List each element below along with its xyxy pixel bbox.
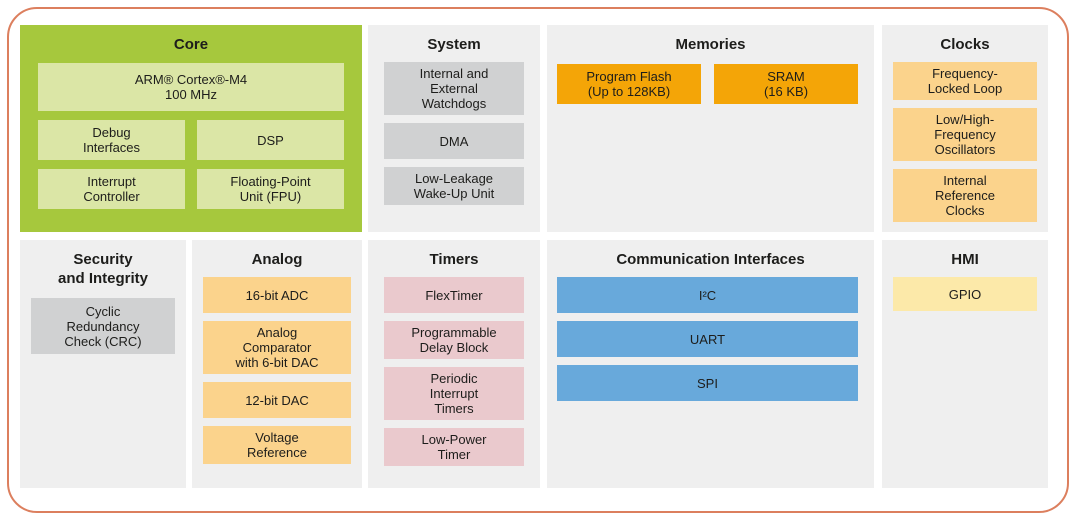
block-uart: UART [557,321,858,357]
system-blocks: Internal and External Watchdogs DMA Low-… [368,54,540,205]
block-16bit-adc: 16-bit ADC [203,277,351,313]
core-row-1: Debug Interfaces DSP [38,120,344,160]
hmi-section-title: HMI [951,251,979,268]
block-internal-external-watchdogs: Internal and External Watchdogs [384,62,524,115]
block-low-high-frequency-oscillators: Low/High- Frequency Oscillators [893,108,1037,161]
core-row-2: Interrupt Controller Floating-Point Unit… [38,169,344,209]
core-blocks: ARM® Cortex®-M4 100 MHz Debug Interfaces… [20,54,362,209]
clocks-section-title: Clocks [940,36,990,53]
section-communication-interfaces: Communication Interfaces I²C UART SPI [547,240,874,488]
block-floating-point-unit: Floating-Point Unit (FPU) [197,169,344,209]
block-gpio: GPIO [893,277,1037,311]
block-low-power-timer: Low-Power Timer [384,428,524,466]
section-system: System Internal and External Watchdogs D… [368,25,540,232]
block-interrupt-controller: Interrupt Controller [38,169,185,209]
timers-blocks: FlexTimer Programmable Delay Block Perio… [368,269,540,466]
block-sram: SRAM (16 KB) [714,64,858,104]
block-voltage-reference: Voltage Reference [203,426,351,464]
block-i2c: I²C [557,277,858,313]
section-security-and-integrity: Security and Integrity Cyclic Redundancy… [20,240,186,488]
communication-section-title: Communication Interfaces [616,251,805,268]
block-12bit-dac: 12-bit DAC [203,382,351,418]
section-core: Core ARM® Cortex®-M4 100 MHz Debug Inter… [20,25,362,232]
memories-section-title: Memories [675,36,746,53]
section-hmi: HMI GPIO [882,240,1048,488]
block-dma: DMA [384,123,524,159]
block-frequency-locked-loop: Frequency- Locked Loop [893,62,1037,100]
section-analog: Analog 16-bit ADC Analog Comparator with… [192,240,362,488]
block-spi: SPI [557,365,858,401]
block-internal-reference-clocks: Internal Reference Clocks [893,169,1037,222]
system-section-title: System [427,36,481,53]
analog-blocks: 16-bit ADC Analog Comparator with 6-bit … [192,269,362,464]
section-timers: Timers FlexTimer Programmable Delay Bloc… [368,240,540,488]
block-flextimer: FlexTimer [384,277,524,313]
section-clocks: Clocks Frequency- Locked Loop Low/High- … [882,25,1048,232]
hmi-blocks: GPIO [882,269,1048,311]
analog-section-title: Analog [251,251,303,268]
block-program-flash: Program Flash (Up to 128KB) [557,64,701,104]
block-cyclic-redundancy-check: Cyclic Redundancy Check (CRC) [31,298,175,354]
communication-blocks: I²C UART SPI [547,269,874,401]
memories-blocks: Program Flash (Up to 128KB) SRAM (16 KB) [547,54,874,104]
block-dsp: DSP [197,120,344,160]
clocks-blocks: Frequency- Locked Loop Low/High- Frequen… [882,54,1048,222]
security-blocks: Cyclic Redundancy Check (CRC) [20,288,186,354]
security-section-title: Security and Integrity [57,251,148,287]
core-section-title: Core [173,36,209,53]
block-periodic-interrupt-timers: Periodic Interrupt Timers [384,367,524,420]
block-analog-comparator-6bit-dac: Analog Comparator with 6-bit DAC [203,321,351,374]
block-debug-interfaces: Debug Interfaces [38,120,185,160]
block-programmable-delay-block: Programmable Delay Block [384,321,524,359]
block-low-leakage-wake-up-unit: Low-Leakage Wake-Up Unit [384,167,524,205]
timers-section-title: Timers [429,251,479,268]
block-arm-cortex-m4: ARM® Cortex®-M4 100 MHz [38,63,344,111]
section-memories: Memories Program Flash (Up to 128KB) SRA… [547,25,874,232]
